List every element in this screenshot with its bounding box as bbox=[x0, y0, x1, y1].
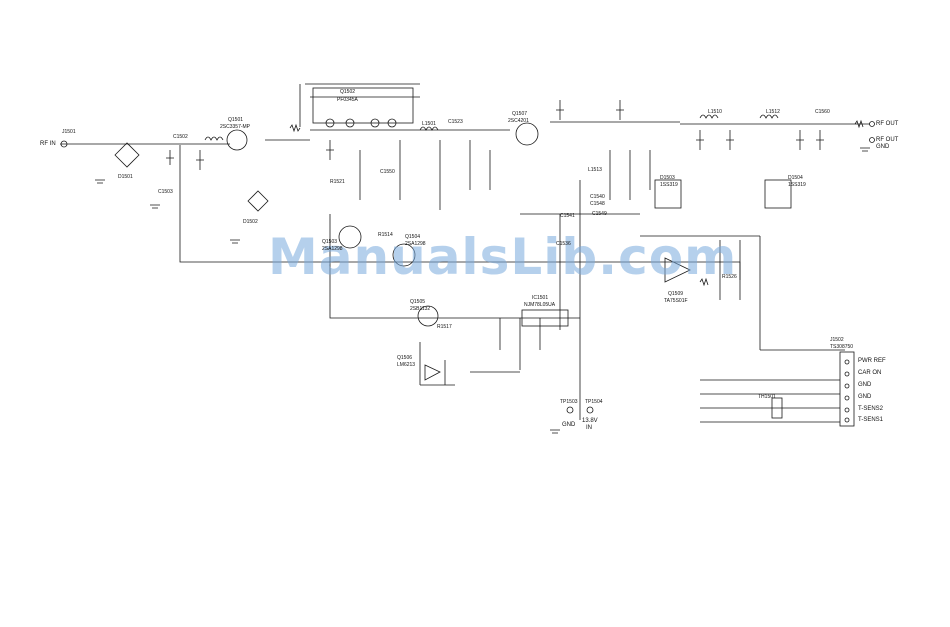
q1506-label: Q1506 bbox=[397, 355, 413, 361]
l1513-label: L1513 bbox=[588, 167, 602, 173]
j1502-label: J1502 bbox=[830, 337, 844, 343]
c1549-label: C1549 bbox=[592, 211, 607, 217]
q1504-part-label: 2SA1298 bbox=[405, 241, 426, 247]
connector-pin-5: T-SENS2 bbox=[858, 406, 884, 412]
gnd-tp-label: GND bbox=[562, 422, 576, 428]
c1541-label: C1541 bbox=[560, 213, 575, 219]
tp1504-label: TP1504 bbox=[585, 399, 603, 405]
r1514-label: R1514 bbox=[378, 232, 393, 238]
c1523-label: C1523 bbox=[448, 119, 463, 125]
c1560-label: C1560 bbox=[815, 109, 830, 115]
r1526-label: R1526 bbox=[722, 274, 737, 280]
rf-out2-label: RF OUT bbox=[876, 137, 899, 143]
q1502-label: Q1502 bbox=[340, 89, 356, 95]
rf-in-label: RF IN bbox=[40, 141, 56, 147]
connector-pin-6: T-SENS1 bbox=[858, 417, 884, 423]
ic1501-part-label: NJM78L05UA bbox=[524, 302, 556, 308]
c1548-label: C1548 bbox=[590, 201, 605, 207]
r1517-label: R1517 bbox=[437, 324, 452, 330]
q1509-part-label: TA75S01F bbox=[664, 298, 688, 304]
c1502-label: C1502 bbox=[173, 134, 188, 140]
connector-pin-4: GND bbox=[858, 394, 872, 400]
th1501-label: TH1501 bbox=[758, 394, 776, 400]
c1536-label: C1536 bbox=[556, 241, 571, 247]
q1507-part-label: 2SC4201 bbox=[508, 118, 529, 124]
c1540-label: C1540 bbox=[590, 194, 605, 200]
q1501-label: Q1501 bbox=[228, 117, 244, 123]
connector-pin-3: GND bbox=[858, 382, 872, 388]
ic1501-label: IC1501 bbox=[532, 295, 549, 301]
r1521-label: R1521 bbox=[330, 179, 345, 185]
d1502-label: D1502 bbox=[243, 219, 258, 225]
q1505-part-label: 2SB1132 bbox=[410, 306, 431, 312]
q1509-label: Q1509 bbox=[668, 291, 684, 297]
l1501-label: L1501 bbox=[422, 121, 436, 127]
q1501-part-label: 2SC3357-MP bbox=[220, 124, 251, 130]
d1504-part-label: 1SS319 bbox=[788, 182, 806, 188]
q1503-part-label: 2SA1298 bbox=[322, 246, 343, 252]
c1550-label: C1550 bbox=[380, 169, 395, 175]
d1501-label: D1501 bbox=[118, 174, 133, 180]
watermark-text: ManualsLib.com bbox=[268, 228, 738, 286]
tp1503-label: TP1503 bbox=[560, 399, 578, 405]
q1503-label: Q1503 bbox=[322, 239, 338, 245]
c1503-label: C1503 bbox=[158, 189, 173, 195]
l1510-label: L1510 bbox=[708, 109, 722, 115]
q1504-label: Q1504 bbox=[405, 234, 421, 240]
connector-pin-1: PWR REF bbox=[858, 358, 886, 364]
rf-out-label: RF OUT bbox=[876, 121, 899, 127]
l1512-label: L1512 bbox=[766, 109, 780, 115]
v13-label: 13.8V bbox=[582, 418, 598, 424]
q1507-label: Q1507 bbox=[512, 111, 528, 117]
j1501-label: J1501 bbox=[62, 129, 76, 135]
d1503-label: D1503 bbox=[660, 175, 675, 181]
gnd-right-label: GND bbox=[876, 144, 890, 150]
q1502-part-label: PF0345A bbox=[337, 97, 358, 103]
j1502-part-label: TS308750 bbox=[830, 344, 854, 350]
d1503-part-label: 1SS319 bbox=[660, 182, 678, 188]
v13-sub-label: IN bbox=[586, 425, 592, 431]
d1504-label: D1504 bbox=[788, 175, 803, 181]
connector-pin-2: CAR ON bbox=[858, 370, 882, 376]
q1506-part-label: LM6213 bbox=[397, 362, 416, 368]
q1505-label: Q1505 bbox=[410, 299, 426, 305]
